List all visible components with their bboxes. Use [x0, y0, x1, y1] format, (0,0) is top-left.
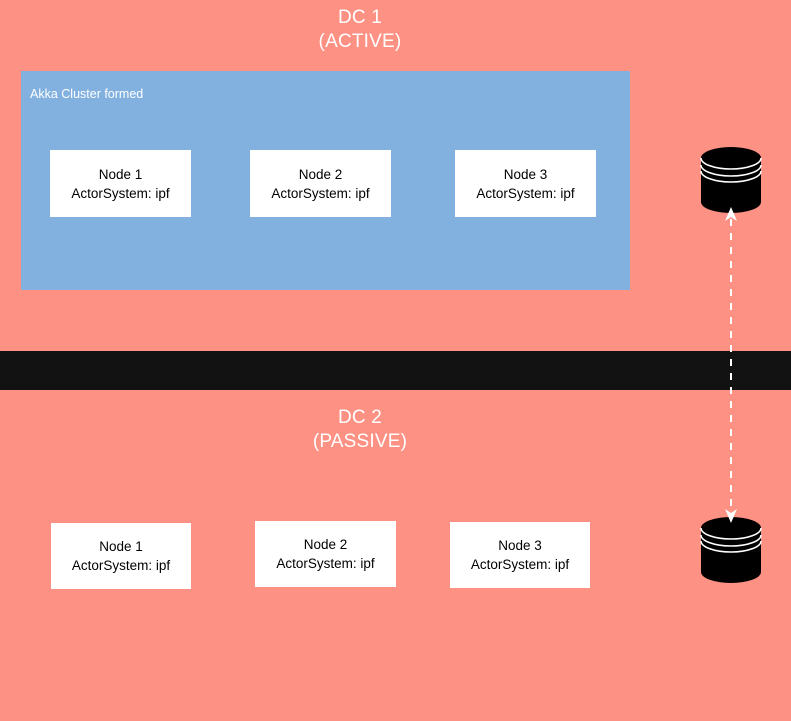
node-actorsystem-label: ActorSystem: ipf [476, 185, 575, 201]
node-box-dc1-node-3[interactable]: Node 3 ActorSystem: ipf [455, 150, 596, 217]
node-box-dc2-node-3[interactable]: Node 3 ActorSystem: ipf [450, 522, 590, 588]
datacenter-title-dc1: DC 1 (ACTIVE) [0, 6, 720, 54]
datacenter-title-dc2: DC 2 (PASSIVE) [0, 406, 720, 454]
node-name-label: Node 3 [503, 166, 548, 182]
node-name-label: Node 2 [298, 166, 343, 182]
node-actorsystem-label: ActorSystem: ipf [276, 556, 375, 571]
node-box-dc1-node-2[interactable]: Node 2 ActorSystem: ipf [250, 150, 391, 217]
akka-cluster-label-dc1: Akka Cluster formed [30, 87, 144, 101]
database-cylinder-icon-dc1[interactable] [700, 147, 762, 213]
node-name-label: Node 2 [303, 537, 348, 552]
dashed-double-arrow-icon-replication [706, 205, 756, 525]
node-box-dc1-node-1[interactable]: Node 1 ActorSystem: ipf [50, 150, 191, 217]
database-cylinder-icon-dc2[interactable] [700, 517, 762, 583]
datacenter-state-dc1: (ACTIVE) [318, 31, 402, 52]
node-box-dc2-node-2[interactable]: Node 2 ActorSystem: ipf [255, 521, 396, 587]
datacenter-panel-dc1: DC 1 (ACTIVE) Akka Cluster formed Node 1… [0, 0, 791, 351]
datacenter-divider-band [0, 351, 791, 390]
node-actorsystem-label: ActorSystem: ipf [470, 557, 570, 572]
node-name-label: Node 3 [498, 538, 542, 553]
node-name-label: Node 1 [98, 166, 143, 182]
node-name-label: Node 1 [99, 539, 143, 554]
node-actorsystem-label: ActorSystem: ipf [71, 558, 171, 573]
node-actorsystem-label: ActorSystem: ipf [271, 185, 370, 201]
node-actorsystem-label: ActorSystem: ipf [71, 185, 170, 201]
datacenter-title-dc2-name: DC 2 [337, 407, 383, 428]
datacenter-state-dc2: (PASSIVE) [312, 431, 408, 452]
datacenter-title-dc1-name: DC 1 [337, 7, 383, 28]
datacenter-panel-dc2: DC 2 (PASSIVE) Node 1 ActorSystem: ipf N… [0, 390, 791, 721]
akka-cluster-container-dc1: Akka Cluster formed Node 1 ActorSystem: … [21, 71, 630, 290]
node-box-dc2-node-1[interactable]: Node 1 ActorSystem: ipf [51, 523, 191, 589]
